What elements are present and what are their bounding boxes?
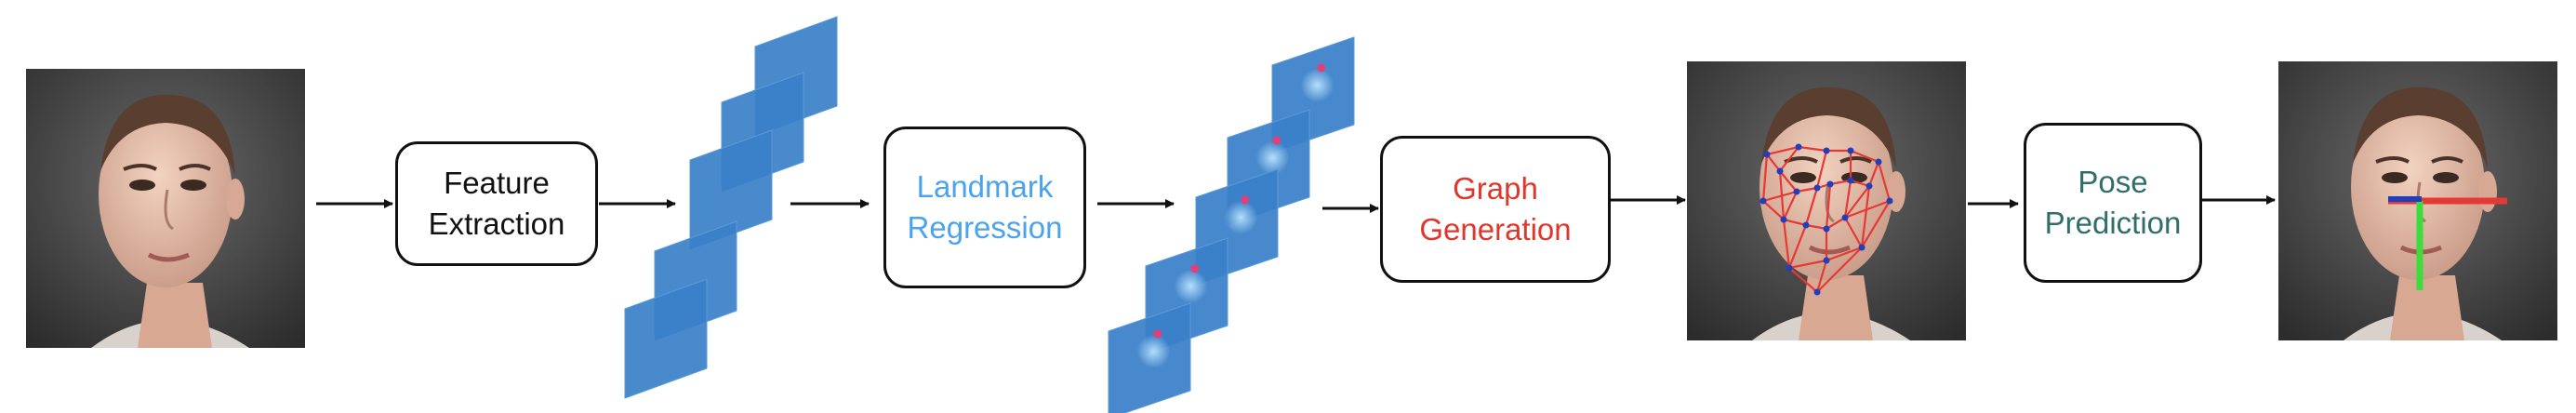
graph-edge [1783, 191, 1798, 220]
graph-edge [1815, 150, 1828, 189]
graph-edge [1783, 218, 1807, 227]
feature-maps-stack [624, 16, 838, 399]
heatmap-glow [1174, 269, 1208, 303]
graph-node [1802, 221, 1810, 229]
graph-face-image [1687, 61, 1966, 340]
graph-edge [1867, 161, 1880, 187]
graph-edge [1761, 153, 1769, 202]
feature-extraction-box: Feature Extraction [395, 141, 598, 266]
graph-node [1776, 167, 1784, 175]
graph-generation-line2: Generation [1419, 212, 1572, 246]
heatmap-glow [1255, 140, 1290, 175]
graph-node [1786, 264, 1793, 272]
graph-edge [1829, 179, 1852, 186]
graph-node [1823, 147, 1830, 154]
graph-generation-line1: Graph [1453, 171, 1538, 206]
feature-map-plane [624, 278, 708, 399]
landmark-dot [1190, 264, 1200, 273]
graph-edge [1826, 246, 1863, 262]
heatmap-glow [1300, 68, 1334, 102]
landmark-graph-overlay [1759, 143, 1893, 296]
graph-node [1847, 147, 1854, 154]
landmark-dot [1317, 63, 1326, 73]
graph-edge [1788, 267, 1818, 293]
pose-prediction-line1: Pose [2078, 165, 2148, 199]
input-face-image [26, 69, 305, 348]
pose-face-image [2278, 61, 2557, 340]
graph-edge [1877, 161, 1892, 202]
graph-node [1823, 257, 1830, 264]
graph-node [1813, 288, 1821, 296]
graph-edge [1766, 153, 1781, 172]
graph-edge [1805, 223, 1827, 231]
graph-edge [1762, 200, 1785, 220]
graph-edge [1788, 259, 1827, 270]
graph-edge [1804, 187, 1819, 226]
graph-edge [1779, 170, 1798, 193]
graph-edge [1843, 180, 1852, 219]
graph-generation-box: Graph Generation [1380, 136, 1611, 283]
graph-node [1866, 182, 1873, 190]
graph-edge [1762, 190, 1798, 203]
pose-prediction-box: Pose Prediction [2024, 123, 2202, 283]
graph-edge [1766, 145, 1799, 156]
heatmap-glow [1224, 200, 1258, 234]
landmark-regression-line2: Regression [907, 210, 1063, 245]
graph-edge [1815, 260, 1828, 293]
feature-extraction-line2: Extraction [428, 206, 565, 241]
pose-prediction-line2: Prediction [2044, 206, 2182, 240]
graph-edge [1782, 219, 1791, 269]
graph-edge [1844, 185, 1870, 219]
graph-node [1763, 151, 1771, 158]
landmark-dot [1241, 195, 1250, 205]
graph-node [1813, 184, 1821, 192]
heatmap-glow [1136, 334, 1171, 368]
graph-edge [1798, 145, 1827, 153]
feature-map-plane [689, 129, 773, 250]
graph-edge [1779, 146, 1799, 172]
graph-node [1847, 177, 1854, 184]
landmark-dot [1153, 329, 1162, 339]
feature-extraction-line1: Feature [444, 166, 550, 200]
graph-edge [1861, 200, 1891, 248]
graph-edge [1787, 224, 1808, 269]
graph-node [1823, 225, 1830, 233]
graph-edge [1796, 186, 1818, 193]
graph-node [1759, 197, 1767, 205]
graph-node [1858, 244, 1866, 251]
graph-edge [1844, 199, 1891, 220]
graph-node [1780, 216, 1787, 223]
landmark-regression-line1: Landmark [916, 169, 1054, 204]
graph-edge [1825, 183, 1832, 230]
graph-edge [1860, 185, 1871, 248]
graph-edge [1850, 149, 1879, 164]
graph-edge [1816, 246, 1863, 293]
graph-edge [1844, 217, 1863, 248]
graph-node [1795, 143, 1802, 151]
landmark-regression-box: Landmark Regression [883, 127, 1086, 288]
graph-node [1826, 180, 1834, 188]
graph-node [1793, 188, 1800, 195]
graph-node [1875, 158, 1882, 166]
landmark-heatmap-stack [1108, 36, 1355, 413]
graph-edge [1826, 217, 1846, 230]
graph-node [1886, 197, 1893, 205]
graph-node [1841, 214, 1849, 221]
landmark-dot [1272, 136, 1281, 145]
